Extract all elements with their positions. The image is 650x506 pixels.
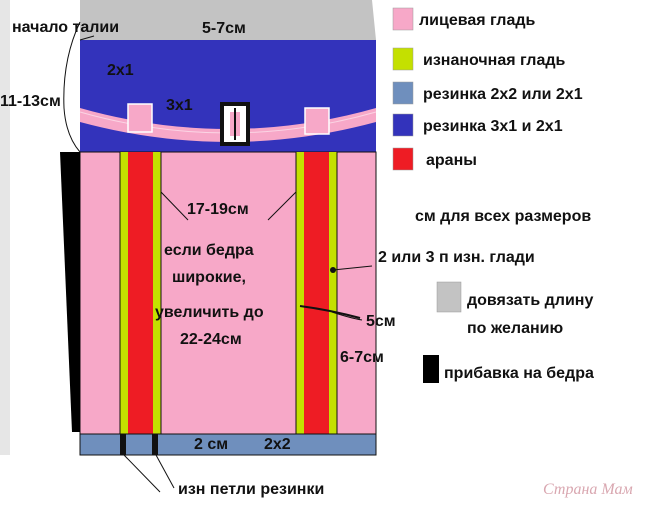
- label-center-note-1: если бедра: [164, 242, 254, 259]
- aran-right: [304, 152, 329, 434]
- center-width-line-left: [160, 191, 189, 221]
- legend-item-arans: араны: [392, 147, 477, 171]
- legend-swatch: [423, 355, 439, 383]
- legend-swatch: [392, 147, 414, 171]
- center-width-line-right: [267, 191, 297, 221]
- stripe-width-bracket: [299, 305, 361, 319]
- label-waist-height: 11-13см: [0, 93, 61, 110]
- label-rib-purl-loops: изн петли резинки: [178, 481, 324, 498]
- rib-loop-pointer-1: [123, 454, 161, 493]
- legend-item-extend-length: довязать длину по желанию: [436, 281, 593, 337]
- purl-pointer-dot: [330, 267, 336, 273]
- label-all-sizes: см для всех размеров: [415, 208, 591, 225]
- label-bottom-height: 2 см: [194, 436, 228, 453]
- watermark-logo: Страна Мам: [543, 481, 633, 498]
- legend-label: лицевая гладь: [419, 12, 536, 29]
- label-top-extension: 5-7см: [202, 20, 246, 37]
- purl-stripe-left-inner: [153, 152, 161, 434]
- stripe-width-bracket-2: [331, 311, 363, 321]
- rib-loop-pointer-2: [155, 454, 175, 489]
- purl-stripe-left-outer: [120, 152, 128, 434]
- legend-item-stockinette: лицевая гладь: [392, 7, 536, 31]
- legend-label: изнаночная гладь: [423, 52, 566, 69]
- extension-area: [80, 0, 376, 40]
- hip-increase-wedge: [60, 152, 80, 432]
- label-center-width: 17-19см: [187, 201, 249, 218]
- legend-label: резинка 3х1 и 2х1: [423, 118, 563, 135]
- rib-purl-loop-2: [152, 434, 158, 455]
- legend-swatch: [392, 113, 414, 137]
- legend-swatch: [436, 281, 462, 313]
- label-stripe-width: 5см: [366, 313, 396, 330]
- legend-swatch: [392, 7, 414, 31]
- label-rib-3x1: 3x1: [166, 97, 193, 114]
- label-center-note-4: 22-24см: [180, 331, 242, 348]
- aran-left: [128, 152, 153, 434]
- belt-loop-right: [304, 107, 330, 135]
- legend-item-reverse-stockinette: изнаночная гладь: [392, 47, 566, 71]
- label-side-width: 6-7см: [340, 349, 384, 366]
- legend: лицевая гладь изнаночная гладь резинка 2…: [392, 7, 594, 383]
- legend-label-line-2: по желанию: [467, 320, 563, 337]
- label-bottom-rib: 2x2: [264, 436, 291, 453]
- purl-stripe-right-outer: [296, 152, 304, 434]
- legend-item-hip-increase: прибавка на бедра: [423, 355, 594, 383]
- legend-item-rib-3x1: резинка 3х1 и 2х1: [392, 113, 563, 137]
- legend-label-line-1: довязать длину: [467, 292, 593, 309]
- label-waist-start: начало талии: [12, 19, 119, 36]
- waist-height-bracket: [63, 21, 81, 153]
- page-edge-strip: [0, 0, 10, 455]
- belt-loop-left: [127, 103, 153, 133]
- legend-label: прибавка на бедра: [444, 365, 594, 382]
- purl-stripe-right-inner: [329, 152, 337, 434]
- purl-pointer-line: [332, 265, 373, 271]
- legend-label: резинка 2х2 или 2х1: [423, 86, 583, 103]
- legend-swatch: [392, 81, 414, 105]
- waist-pink-curve: [80, 108, 376, 142]
- label-center-note-3: увеличить до: [155, 304, 264, 321]
- legend-swatch: [392, 47, 414, 71]
- legend-item-rib-2x2: резинка 2х2 или 2х1: [392, 81, 583, 105]
- legend-label: араны: [426, 152, 477, 169]
- label-center-note-2: широкие,: [172, 269, 246, 286]
- label-purl-stitches: 2 или 3 п изн. глади: [378, 249, 535, 266]
- waist-start-pointer: [79, 35, 95, 41]
- label-rib-2x1: 2x1: [107, 62, 134, 79]
- rib-purl-loop-1: [120, 434, 126, 455]
